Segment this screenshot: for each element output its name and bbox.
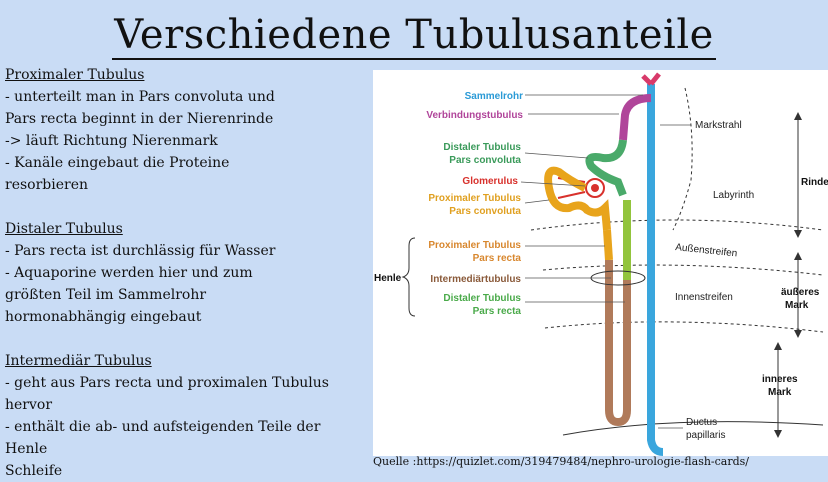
sammelrohr-top — [641, 72, 661, 86]
label-proximal-convoluta: Proximaler Tubulus — [428, 193, 521, 204]
section-proximal: Proximaler Tubulus - unterteilt man in P… — [5, 64, 365, 196]
label-sammelrohr: Sammelrohr — [465, 91, 523, 102]
text-line: - unterteilt man in Pars convoluta und — [5, 89, 275, 105]
text-line: - Aquaporine werden hier und zum — [5, 265, 253, 281]
label-proximal-recta-2: Pars recta — [473, 253, 522, 264]
arrow-head-icon — [774, 430, 782, 438]
leader-line — [524, 152, 589, 159]
label-inneres-mark: inneres — [762, 374, 798, 385]
slide-title-text: Verschiedene Tubulusanteile — [112, 12, 716, 60]
glomerulus-core — [591, 184, 599, 192]
label-distal-recta-2: Pars recta — [473, 306, 522, 317]
henle-brace — [401, 237, 416, 317]
intermediaer-tube — [605, 260, 631, 427]
label-aeusseres-mark-2: Mark — [785, 300, 809, 311]
label-glomerulus: Glomerulus — [462, 176, 518, 187]
label-innenstreifen: Innenstreifen — [675, 292, 733, 303]
text-line: Schleife — [5, 463, 63, 479]
proximal-convoluta-tube — [544, 166, 611, 231]
glomerulus — [585, 178, 605, 198]
label-markstrahl: Markstrahl — [695, 120, 742, 131]
section-heading: Distaler Tubulus — [5, 221, 123, 237]
text-line: -> läuft Richtung Nierenmark — [5, 133, 218, 149]
nephron-svg: Sammelrohr Verbindungstubulus Distaler T… — [374, 72, 828, 456]
label-distal-convoluta-2: Pars convoluta — [449, 155, 521, 166]
section-distal: Distaler Tubulus - Pars recta ist durchl… — [5, 218, 365, 328]
label-ductus: Ductus — [686, 417, 717, 428]
distal-convoluta-tube — [585, 139, 627, 197]
text-line: größten Teil im Sammelrohr — [5, 287, 207, 303]
spacer — [5, 196, 365, 218]
label-verbindungstubulus: Verbindungstubulus — [426, 110, 523, 121]
label-intermediaer: Intermediärtubulus — [430, 274, 521, 285]
text-line: hervor — [5, 397, 53, 413]
sammelrohr-tube — [647, 84, 664, 456]
source-citation: Quelle :https://quizlet.com/319479484/ne… — [373, 455, 750, 468]
label-proximal-convoluta-2: Pars convoluta — [449, 206, 521, 217]
text-column: Proximaler Tubulus - unterteilt man in P… — [5, 64, 365, 482]
boundary-papilla — [562, 421, 824, 436]
section-heading: Intermediär Tubulus — [5, 353, 152, 369]
label-distal-convoluta: Distaler Tubulus — [443, 142, 521, 153]
markstrahl-boundary — [672, 87, 693, 231]
text-line: - enthält die ab- und aufsteigenden Teil… — [5, 419, 321, 457]
text-line: - geht aus Pars recta und proximalen Tub… — [5, 375, 329, 391]
label-distal-recta: Distaler Tubulus — [443, 293, 521, 304]
section-intermediaer: Intermediär Tubulus - geht aus Pars rect… — [5, 350, 365, 482]
boundary-outer-inner-stripe — [542, 264, 824, 276]
verbindungstubulus-tube — [619, 94, 652, 141]
label-proximal-recta: Proximaler Tubulus — [428, 240, 521, 251]
leader-line — [524, 199, 550, 204]
label-inneres-mark-2: Mark — [768, 387, 792, 398]
label-aussenstreifen: Außenstreifen — [675, 242, 738, 259]
glomerulus-vessel — [557, 191, 586, 199]
text-line: Pars recta beginnt in der Nierenrinde — [5, 111, 274, 127]
leader-line — [520, 181, 586, 187]
label-rinde: Rinde — [801, 177, 828, 188]
arrow-head-icon — [794, 112, 802, 120]
text-line: - Kanäle eingebaut die Proteine — [5, 155, 230, 171]
text-line: resorbieren — [5, 177, 89, 193]
arrow-head-icon — [794, 330, 802, 338]
label-aeusseres-mark: äußeres — [781, 287, 820, 298]
arrow-head-icon — [774, 342, 782, 350]
nephron-diagram: Sammelrohr Verbindungstubulus Distaler T… — [373, 70, 828, 456]
label-henle: Henle — [374, 273, 402, 284]
label-labyrinth: Labyrinth — [713, 190, 754, 201]
text-line: - Pars recta ist durchlässig für Wasser — [5, 243, 276, 259]
label-ductus-2: papillaris — [686, 430, 725, 441]
spacer — [5, 328, 365, 350]
proximal-recta-tube — [603, 229, 613, 261]
slide-title: Verschiedene Tubulusanteile — [0, 12, 828, 60]
arrow-head-icon — [794, 252, 802, 260]
section-heading: Proximaler Tubulus — [5, 67, 145, 83]
boundary-cortex-outer — [530, 219, 824, 231]
text-line: hormonabhängig eingebaut — [5, 309, 202, 325]
arrow-head-icon — [794, 230, 802, 238]
boundary-outer-inner-medulla — [544, 321, 824, 333]
